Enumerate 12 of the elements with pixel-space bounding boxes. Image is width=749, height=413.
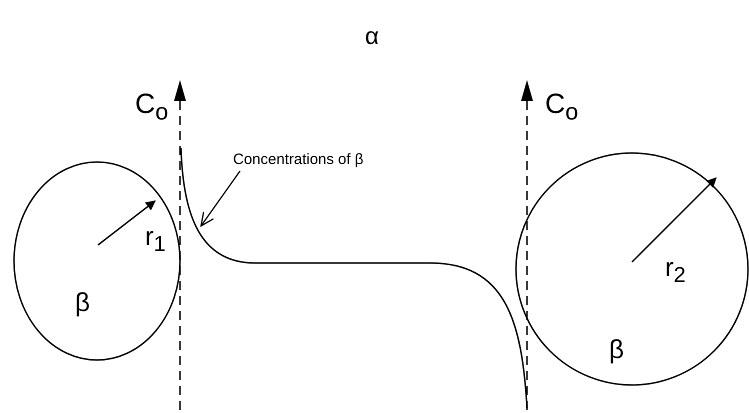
axis-label: C$_{o}$: [545, 90, 578, 124]
leader-arrow: [200, 170, 241, 227]
phase-label: β: [609, 336, 624, 362]
radius-label: r$_{1}$: [145, 223, 166, 255]
phase-label: α: [365, 25, 379, 49]
axis-label: C$_{o}$: [135, 90, 168, 124]
phase-label: β: [75, 289, 90, 315]
radius-label: r$_{2}$: [665, 254, 686, 286]
annotation-text: Concentrations of β: [233, 152, 383, 170]
concentration-curve: [180, 148, 528, 408]
particle-circle: [13, 161, 181, 361]
particle-circle: [515, 152, 749, 386]
